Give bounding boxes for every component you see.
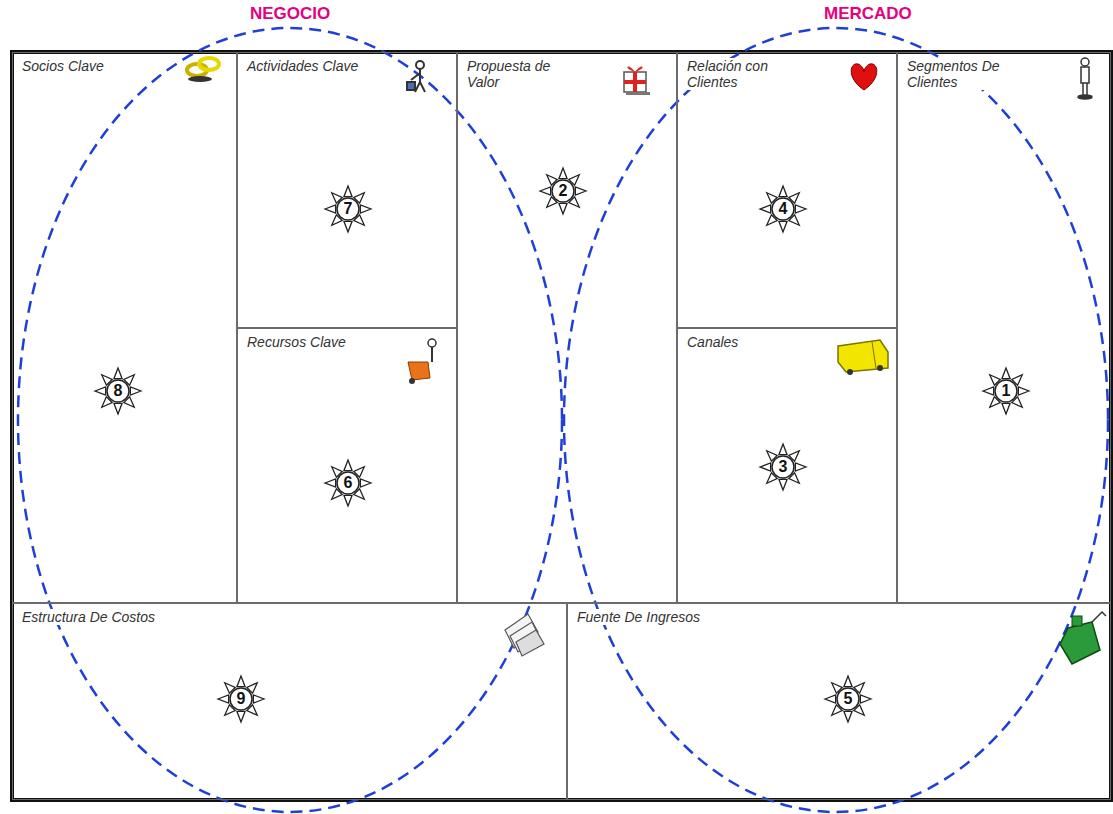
canvas-block: Segmentos De Clientes 1 — [897, 52, 1111, 603]
callout-sun: 1 — [981, 366, 1031, 416]
callout-number: 4 — [758, 184, 808, 234]
canvas-block: Actividades Clave 7 — [237, 52, 457, 328]
rings-icon — [187, 58, 219, 82]
block-title: Relación con Clientes — [685, 58, 809, 90]
callout-sun: 8 — [93, 366, 143, 416]
callout-number: 6 — [323, 458, 373, 508]
cash-register-icon — [1060, 612, 1106, 664]
papers-icon — [505, 614, 544, 656]
gift-icon — [624, 67, 650, 95]
block-title: Recursos Clave — [245, 334, 348, 350]
callout-sun: 3 — [758, 442, 808, 492]
person-icon — [1078, 58, 1092, 99]
callout-number: 8 — [93, 366, 143, 416]
block-title: Socios Clave — [20, 58, 106, 74]
truck-icon — [838, 340, 888, 375]
callout-sun: 2 — [538, 166, 588, 216]
canvas-block: Relación con Clientes 4 — [677, 52, 897, 328]
heart-icon — [851, 64, 877, 90]
block-title: Canales — [685, 334, 740, 350]
block-title: Segmentos De Clientes — [905, 58, 1049, 90]
callout-number: 7 — [323, 184, 373, 234]
callout-number: 1 — [981, 366, 1031, 416]
group-ellipse — [18, 28, 562, 812]
callout-number: 2 — [538, 166, 588, 216]
canvas-block: Fuente De Ingresos 5 — [567, 603, 1111, 800]
callout-sun: 5 — [823, 674, 873, 724]
callout-sun: 9 — [216, 674, 266, 724]
canvas-block: Recursos Clave 6 — [237, 328, 457, 603]
group-ellipse — [564, 28, 1108, 812]
callout-number: 3 — [758, 442, 808, 492]
resource-icon — [408, 339, 436, 384]
group-label: NEGOCIO — [247, 4, 333, 24]
callout-sun: 7 — [323, 184, 373, 234]
canvas-block: Canales 3 — [677, 328, 897, 603]
canvas-block: Estructura De Costos 9 — [12, 603, 567, 800]
block-title: Propuesta de Valor — [465, 58, 579, 90]
canvas-block: Propuesta de Valor 2 — [457, 52, 677, 603]
callout-sun: 4 — [758, 184, 808, 234]
block-title: Actividades Clave — [245, 58, 360, 74]
worker-icon — [407, 61, 425, 92]
block-title: Estructura De Costos — [20, 609, 157, 625]
callout-sun: 6 — [323, 458, 373, 508]
callout-number: 9 — [216, 674, 266, 724]
block-title: Fuente De Ingresos — [575, 609, 702, 625]
canvas-block: Socios Clave 8 — [12, 52, 237, 603]
callout-number: 5 — [823, 674, 873, 724]
group-label: MERCADO — [821, 4, 915, 24]
